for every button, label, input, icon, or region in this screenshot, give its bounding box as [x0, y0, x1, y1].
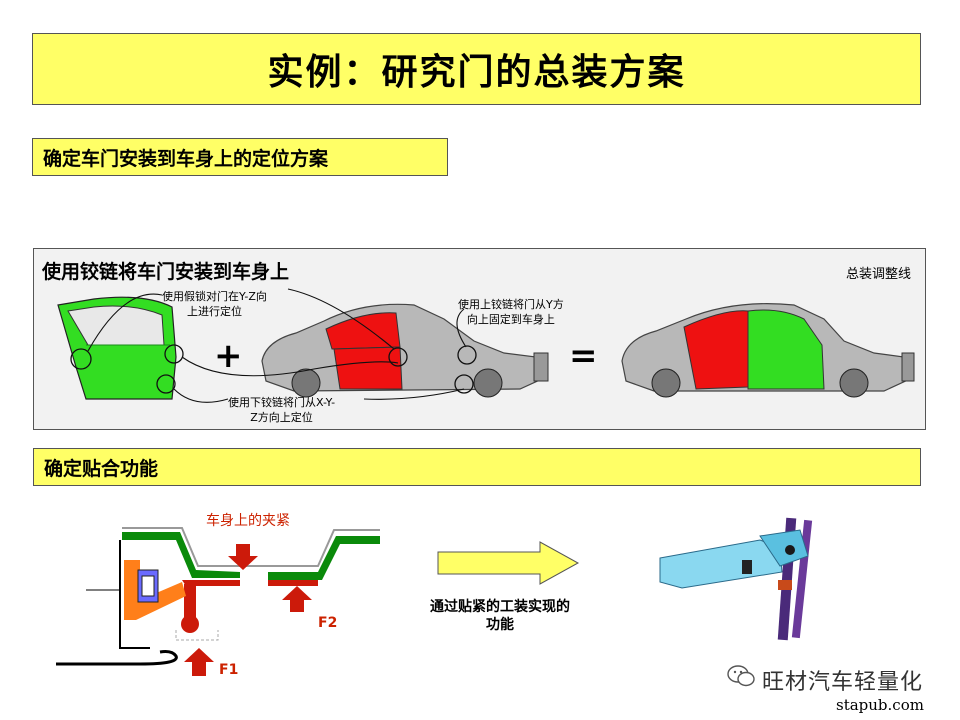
- hinge-diagram-panel: 使用铰链将车门安装到车身上 总装调整线: [33, 248, 926, 430]
- clamp-label: 车身上的夹紧: [206, 513, 290, 529]
- hinge-diagram: [57, 288, 915, 403]
- function-description: 通过贴紧的工装实现的 功能: [430, 599, 570, 633]
- callout-fake-lock: 使用假锁对门在Y-Z向 上进行定位: [162, 290, 267, 318]
- section-positioning-plan: 确定车门安装到车身上的定位方案: [32, 138, 448, 176]
- callout-upper-hinge: 使用上铰链将门从Y方 向上固定到车身上: [458, 298, 564, 326]
- assembly-line-label: 总装调整线: [845, 267, 911, 282]
- hinge-panel-title: 使用铰链将车门安装到车身上: [42, 261, 290, 283]
- car-body-illustration: [261, 303, 549, 398]
- assembled-car-illustration: [621, 303, 915, 398]
- door-illustration: [57, 296, 184, 400]
- footer-url: stapub.com: [836, 696, 924, 714]
- plus-sign: +: [214, 336, 243, 376]
- equals-sign: =: [569, 336, 598, 376]
- callout-lower-hinge: 使用下铰链将门从X-Y- Z方向上定位: [228, 396, 336, 424]
- section-fitting-function: 确定贴合功能: [33, 448, 921, 486]
- force-f1-label: F1: [219, 662, 239, 678]
- watermark-text: 旺材汽车轻量化: [762, 670, 924, 695]
- callout-lines: [87, 288, 467, 403]
- page-title: 实例：研究门的总装方案: [32, 33, 921, 105]
- force-f2-label: F2: [318, 615, 338, 631]
- wechat-icon: [727, 665, 755, 687]
